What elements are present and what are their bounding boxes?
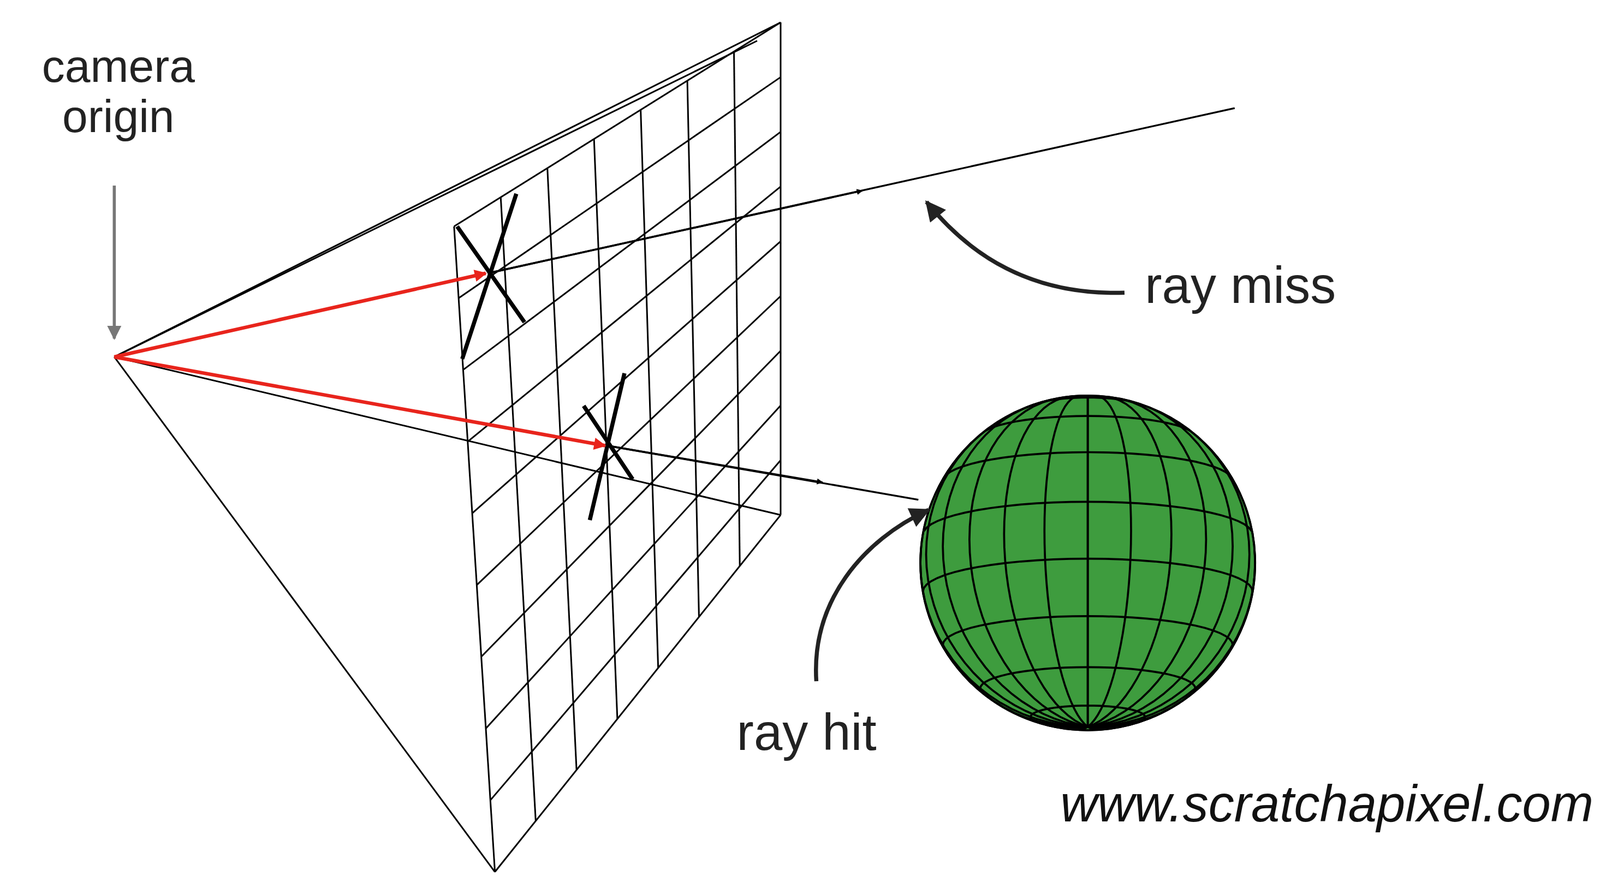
meridian <box>1087 550 1256 728</box>
parallel <box>1087 452 1233 479</box>
parallel <box>1087 415 1191 431</box>
parallel <box>1030 705 1088 724</box>
grid-line <box>481 351 781 658</box>
parallel <box>985 415 1088 431</box>
grid-line <box>462 132 781 371</box>
grid-line <box>495 515 781 873</box>
meridian <box>1087 399 1207 727</box>
parallel <box>1087 501 1252 532</box>
meridian <box>920 550 1088 728</box>
meridian <box>969 399 1088 727</box>
pointer-arrow <box>112 185 117 339</box>
meridian <box>926 425 1088 728</box>
parallel <box>942 616 1088 648</box>
ray-hit-label: ray hit <box>736 704 877 761</box>
meridian <box>942 405 1088 727</box>
grid-line <box>476 295 781 585</box>
grid-line <box>779 22 782 515</box>
pixel-cross <box>456 193 633 521</box>
grid-line <box>734 51 741 567</box>
leader-arrow <box>926 201 1125 294</box>
meridian <box>1087 396 1132 728</box>
view-frustum <box>114 22 781 872</box>
ray-miss-label: ray miss <box>1144 257 1336 314</box>
sphere <box>920 395 1255 731</box>
meridian <box>1087 405 1233 727</box>
primary-ray <box>114 273 605 446</box>
parallel <box>980 667 1088 693</box>
grid-line <box>458 76 781 299</box>
grid-line <box>687 80 699 618</box>
grid-line <box>640 109 659 669</box>
parallel <box>923 501 1088 532</box>
grid-line <box>500 197 536 822</box>
grid-line <box>467 186 781 442</box>
parallel <box>1087 705 1146 724</box>
grid-line <box>485 405 781 729</box>
watermark: www.scratchapixel.com <box>1060 775 1594 832</box>
parallel <box>923 558 1088 592</box>
grid-line <box>454 22 781 227</box>
parallel <box>1087 616 1233 648</box>
meridian <box>1087 425 1250 728</box>
camera-origin-label: camera origin <box>42 40 195 142</box>
meridian <box>1044 396 1088 728</box>
meridian <box>1086 395 1090 728</box>
parallel <box>943 452 1088 479</box>
grid-line <box>472 241 781 514</box>
parallel <box>1087 558 1253 592</box>
meridian <box>1086 395 1090 728</box>
leader-arrow <box>816 509 929 682</box>
parallel <box>1087 667 1196 693</box>
